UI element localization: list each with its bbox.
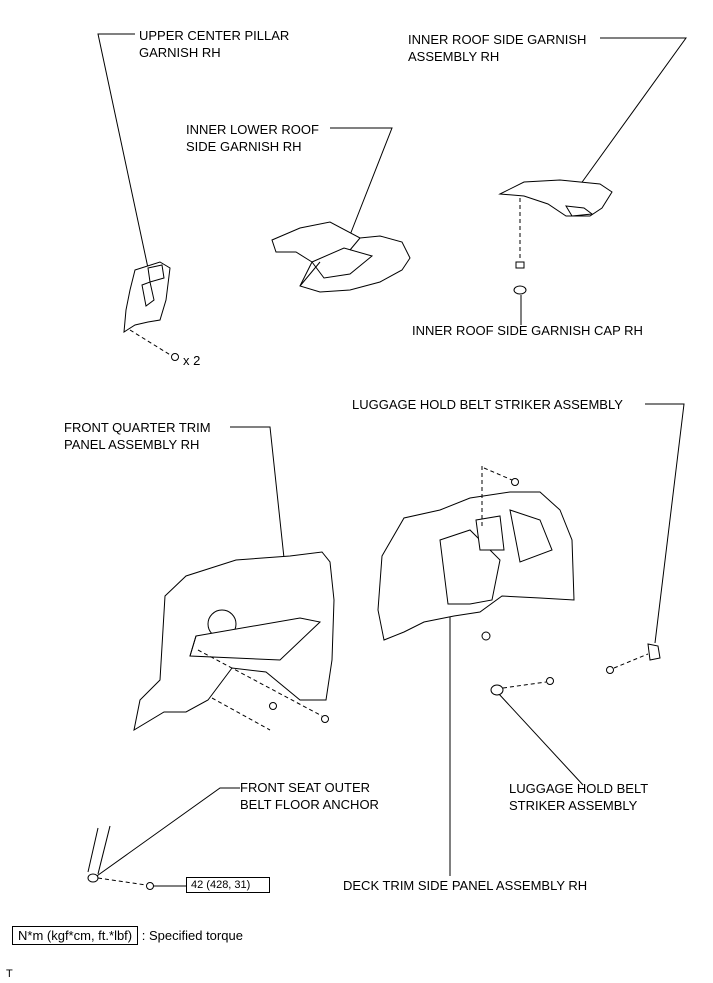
label-line: SIDE GARNISH RH: [186, 139, 302, 154]
label-striker-top: LUGGAGE HOLD BELT STRIKER ASSEMBLY: [352, 397, 623, 412]
legend-unit-box: N*m (kgf*cm, ft.*lbf): [12, 926, 139, 945]
inner-roof-side-garnish-part: [498, 179, 613, 295]
label-line: ASSEMBLY RH: [408, 49, 500, 64]
label-striker-bottom: LUGGAGE HOLD BELT STRIKER ASSEMBLY: [509, 780, 648, 814]
label-front-seat-anchor: FRONT SEAT OUTER BELT FLOOR ANCHOR: [240, 779, 379, 813]
label-line: BELT FLOOR ANCHOR: [240, 797, 379, 812]
label-inner-roof-side: INNER ROOF SIDE GARNISH ASSEMBLY RH: [408, 31, 586, 65]
label-roof-cap: INNER ROOF SIDE GARNISH CAP RH: [412, 323, 643, 338]
label-deck-trim: DECK TRIM SIDE PANEL ASSEMBLY RH: [343, 878, 588, 893]
label-line: INNER LOWER ROOF: [186, 122, 319, 137]
front-quarter-trim-part: [133, 551, 335, 732]
label-inner-lower-roof: INNER LOWER ROOF SIDE GARNISH RH: [186, 121, 319, 155]
label-line: INNER ROOF SIDE GARNISH: [408, 32, 587, 47]
corner-mark: T: [6, 968, 13, 980]
torque-value-box: 42 (428, 31): [186, 877, 270, 893]
torque-legend: N*m (kgf*cm, ft.*lbf) : Specified torque: [12, 926, 243, 945]
label-line: UPPER CENTER PILLAR: [139, 28, 290, 43]
legend-description: : Specified torque: [141, 928, 243, 943]
label-front-quarter: FRONT QUARTER TRIM PANEL ASSEMBLY RH: [64, 419, 211, 453]
inner-lower-roof-garnish-part: [271, 221, 411, 293]
label-line: FRONT QUARTER TRIM: [64, 420, 211, 435]
deck-trim-side-panel-part: [377, 466, 575, 641]
luggage-striker-parts: [490, 643, 661, 696]
belt-floor-anchor-part: [87, 825, 186, 890]
label-line: STRIKER ASSEMBLY: [509, 798, 638, 813]
label-line: PANEL ASSEMBLY RH: [64, 437, 200, 452]
leader-lines: [93, 33, 687, 879]
label-line: LUGGAGE HOLD BELT: [509, 781, 649, 796]
label-line: GARNISH RH: [139, 45, 221, 60]
label-x2: x 2: [183, 353, 201, 368]
label-upper-center-pillar: UPPER CENTER PILLAR GARNISH RH: [139, 27, 289, 61]
upper-center-pillar-garnish-part: [123, 261, 179, 361]
label-line: FRONT SEAT OUTER: [240, 780, 371, 795]
